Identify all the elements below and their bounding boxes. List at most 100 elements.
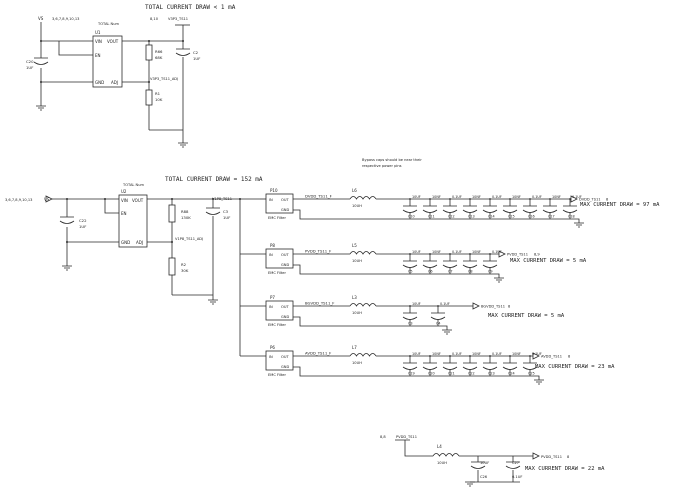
mid-ground-right-icon — [208, 299, 218, 305]
bypass-capacitor-ref: C18 — [568, 215, 575, 219]
top-adj-net: V3P3_TS11_ADJ — [150, 77, 178, 81]
junction-dot — [509, 198, 511, 200]
emc-filter-label: EMC Filter — [268, 216, 286, 220]
inductor-value: 10UH — [352, 311, 362, 315]
bypass-capacitor-symbol — [442, 199, 458, 219]
output-arrow-icon — [472, 302, 480, 310]
filter-row-wires — [293, 305, 473, 327]
bypass-capacitor-symbol — [462, 254, 478, 274]
mid-pin-en: EN — [121, 211, 127, 216]
emc-filter-box — [265, 248, 294, 269]
inductor-ref: L3 — [352, 295, 357, 300]
bottom-l-ref: L4 — [437, 444, 442, 449]
mid-adj-net: V1P8_TS11_ADJ — [175, 237, 203, 241]
inductor-symbol — [349, 353, 377, 357]
junction-dot — [469, 253, 471, 255]
mid-r-bot-ref: R2 — [181, 262, 187, 267]
top-pin-vin: VIN — [95, 39, 102, 44]
mid-r-top-ref: R88 — [181, 209, 189, 214]
top-cin-ref: C20 — [26, 59, 34, 64]
bypass-capacitor-symbol — [422, 254, 438, 274]
note-bypass-line-2: respective power pins — [362, 164, 402, 168]
emc-filter-label: EMC Filter — [268, 271, 286, 275]
mid-vin-net: VS — [44, 197, 50, 202]
top-r-bot-val: 10K — [155, 97, 163, 102]
mid-r-bot-val: 30K — [181, 268, 189, 273]
bypass-capacitor-value: 0.1UF — [572, 195, 582, 199]
emc-filter-box — [265, 350, 294, 371]
mid-pin-vout: VOUT — [132, 198, 144, 203]
filter-row-wires — [293, 198, 577, 220]
emc-filter-pin-in: IN — [269, 198, 273, 202]
output-net-page: 8 — [606, 198, 609, 202]
junction-dot — [469, 355, 471, 357]
bottom-ground-icon — [465, 481, 475, 487]
junction-dot — [489, 253, 491, 255]
bypass-capacitor-symbol — [422, 199, 438, 219]
junction-dot — [529, 198, 531, 200]
emc-filter-pin-out: OUT — [281, 355, 289, 359]
bottom-cap-1-val: 10UF — [480, 461, 489, 465]
filter-row-wires — [293, 355, 537, 377]
junction-dot — [429, 355, 431, 357]
bottom-l-val: 10UH — [437, 461, 447, 465]
inductor-value: 10UH — [352, 361, 362, 365]
junction-dot — [449, 253, 451, 255]
junction-dot — [529, 355, 531, 357]
bottom-rail-section: 8,8 PVDD_TS11 L4 10UH 10UF C26 0.1UF C27… — [380, 435, 570, 487]
bypass-capacitor-ref: C14 — [488, 215, 495, 219]
note-max-23: MAX CURRENT DRAW = 23 mA — [535, 364, 615, 370]
emc-filter-label: EMC Filter — [268, 323, 286, 327]
mid-r-top-val: 130K — [181, 215, 191, 220]
bottom-inductor-symbol — [432, 453, 460, 457]
output-net-label: BGVDD_TS11 — [481, 305, 505, 309]
top-regulator-chip — [92, 35, 123, 88]
top-r-top-ref: R66 — [155, 49, 163, 54]
mid-reg-ref: U2 — [121, 189, 127, 194]
filtered-net-label: DVDD_TS11_F — [305, 194, 332, 199]
junction-dot — [66, 241, 68, 243]
mid-cin-ref: C22 — [79, 218, 87, 223]
mid-vin-arrow-icon — [45, 195, 53, 203]
output-net-page: 8 — [568, 355, 571, 359]
bottom-in-pages: 8,8 — [380, 435, 386, 439]
top-pin-en: EN — [95, 53, 101, 58]
bypass-capacitor-symbol — [402, 306, 418, 326]
bypass-capacitor-symbol — [502, 199, 518, 219]
junction-dot — [489, 355, 491, 357]
bypass-capacitor-ref: C13 — [468, 215, 475, 219]
junction-dot — [171, 241, 173, 243]
junction-dot — [449, 198, 451, 200]
junction-dot — [409, 305, 411, 307]
note-total-current-mid: TOTAL CURRENT DRAW = 152 mA — [165, 176, 263, 183]
ground-icon — [534, 375, 544, 385]
top-reg-ref: U1 — [95, 30, 101, 35]
mid-reg-part-note: TOTAL Num — [122, 183, 145, 187]
mid-ground-left-icon — [62, 262, 72, 271]
emc-filter-ref: P7 — [270, 295, 275, 300]
bypass-capacitor-symbol — [442, 356, 458, 376]
bypass-capacitor-ref: C10 — [408, 215, 415, 219]
bypass-capacitor-ref: C20 — [428, 372, 435, 376]
bypass-capacitor-ref: C8 — [468, 270, 473, 274]
top-cout-symbol — [175, 48, 191, 56]
emc-filter-ref: P8 — [270, 243, 275, 248]
inductor-value: 10UH — [352, 204, 362, 208]
bypass-capacitor-ref: C19 — [408, 372, 415, 376]
top-ground-left-icon — [36, 105, 46, 111]
bypass-capacitor-ref: C15 — [508, 215, 515, 219]
junction-dot — [437, 305, 439, 307]
inductor-symbol — [349, 196, 377, 200]
top-pin-gnd: GND — [95, 80, 104, 85]
bottom-out-arrow-icon — [532, 452, 540, 460]
top-reg-part-note: TOTAL Num — [97, 22, 120, 26]
junction-dot — [429, 253, 431, 255]
bypass-capacitor-ref: C22 — [468, 372, 475, 376]
bypass-capacitor-value: 10UF — [412, 250, 421, 254]
emc-filter-box — [265, 193, 294, 214]
bypass-capacitor-symbol — [522, 356, 538, 376]
bypass-capacitor-value: 0.1UF — [440, 302, 450, 306]
bottom-out-net: PVDD_TS11 — [541, 455, 562, 459]
top-vin-net: VS — [38, 16, 44, 21]
